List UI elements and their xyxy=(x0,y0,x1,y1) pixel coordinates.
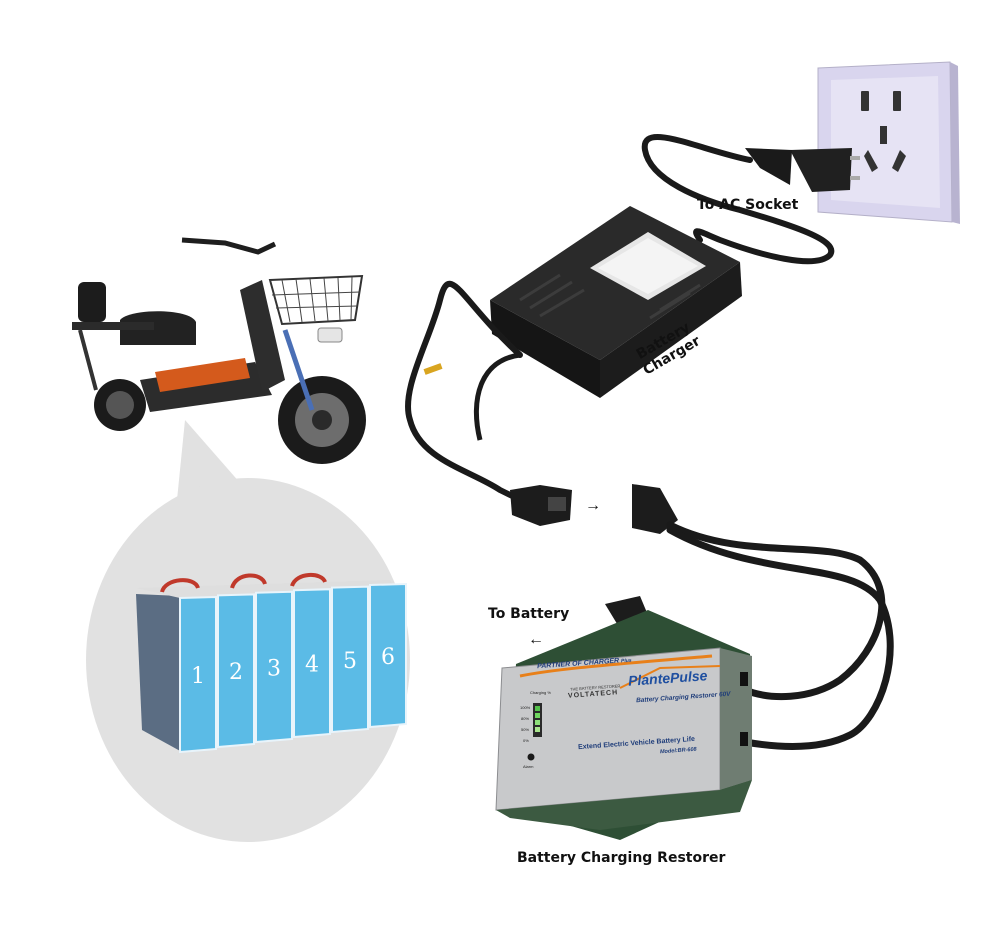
battery-cell-number: 2 xyxy=(229,660,243,685)
charging-percent-label: Charging % xyxy=(530,690,551,695)
battery-cell-number: 4 xyxy=(305,653,319,678)
ac-plug xyxy=(745,148,860,192)
battery-cell-number: 5 xyxy=(343,649,357,674)
battery-cell-number: 3 xyxy=(267,656,281,681)
level-80: 80% xyxy=(521,716,529,721)
battery-cell-number: 6 xyxy=(381,645,395,670)
charger-output-plug xyxy=(510,485,572,526)
alarm-label: Alarm xyxy=(523,764,533,769)
wall-socket xyxy=(818,62,960,224)
level-50: 50% xyxy=(521,727,529,732)
electric-scooter xyxy=(72,240,366,464)
level-0: 0% xyxy=(523,738,529,743)
battery-cell-number: 1 xyxy=(191,664,205,689)
restorer-label: Battery Charging Restorer xyxy=(517,850,725,866)
partner-plus: Plus xyxy=(621,658,632,665)
level-100: 100% xyxy=(520,705,530,710)
to-battery-label: To Battery xyxy=(488,606,569,622)
to-ac-socket-label: To AC Socket xyxy=(697,197,798,213)
arrow-right-icon: → xyxy=(585,497,601,514)
arrow-left-icon: ← xyxy=(528,631,544,648)
